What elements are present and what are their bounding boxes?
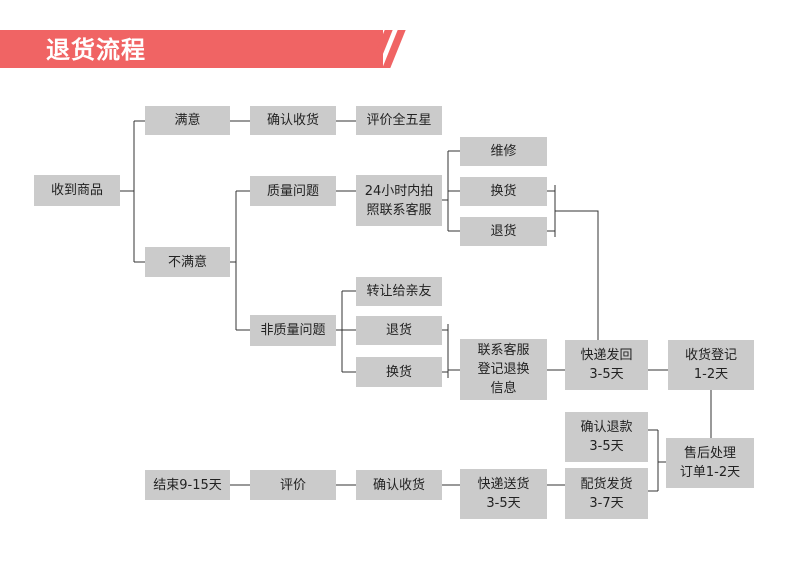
line-exchange-return-merge	[547, 185, 599, 340]
node-non-quality: 非质量问题	[250, 315, 336, 346]
node-review: 评价	[250, 470, 336, 500]
node-end: 结束9-15天	[145, 470, 230, 500]
node-five-star: 评价全五星	[356, 106, 442, 135]
node-confirm-receipt-bottom: 确认收货	[356, 470, 442, 500]
node-photo-contact: 24小时内拍照联系客服	[356, 175, 442, 226]
node-exchange-nonquality: 换货	[356, 357, 442, 387]
node-gift-friend: 转让给亲友	[356, 277, 442, 306]
line-aftersales-split	[648, 429, 666, 492]
line-nonquality-split	[336, 290, 356, 373]
line-nq-merge	[442, 324, 460, 378]
node-contact-register: 联系客服登记退换信息	[460, 339, 547, 400]
line-photo-split	[442, 150, 460, 232]
line-received-split	[120, 120, 145, 263]
line-unsatisfied-split	[230, 190, 250, 331]
node-received: 收到商品	[34, 175, 120, 206]
node-confirm-receipt-top: 确认收货	[250, 106, 336, 135]
node-quality-issue: 质量问题	[250, 176, 336, 206]
node-return-quality: 退货	[460, 217, 547, 246]
node-exchange-quality: 换货	[460, 177, 547, 206]
node-return-nonquality: 退货	[356, 316, 442, 345]
node-after-sales: 售后处理订单1-2天	[666, 438, 754, 488]
node-satisfied: 满意	[145, 106, 230, 135]
node-unsatisfied: 不满意	[145, 247, 230, 277]
page-title: 退货流程	[46, 36, 146, 64]
node-repair: 维修	[460, 137, 547, 166]
title-banner	[0, 30, 383, 68]
